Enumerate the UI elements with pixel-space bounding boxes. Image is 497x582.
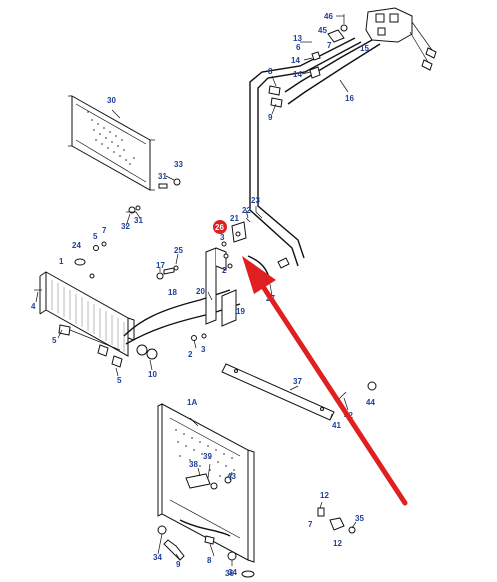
callout-32: 32 <box>121 222 130 231</box>
callout-5: 5 <box>52 336 57 345</box>
callout-14: 14 <box>291 56 300 65</box>
callout-38: 38 <box>189 460 198 469</box>
callout-26: 26 <box>215 223 224 232</box>
callout-30: 30 <box>107 96 116 105</box>
callout-12: 12 <box>333 539 342 548</box>
callout-15: 15 <box>360 44 369 53</box>
highlight-circle <box>213 220 227 234</box>
callout-8: 8 <box>207 556 212 565</box>
callout-4: 4 <box>31 302 36 311</box>
callout-34: 34 <box>153 553 162 562</box>
callout-labels: 46 45 13 6 15 7 14 14 8 16 9 30 33 31 31… <box>31 12 375 578</box>
fasteners-left <box>74 241 179 280</box>
callout-2: 2 <box>188 350 193 359</box>
callout-3: 3 <box>220 233 225 242</box>
callout-5: 5 <box>117 376 122 385</box>
callout-9: 9 <box>268 113 273 122</box>
callout-25: 25 <box>174 246 183 255</box>
callout-31: 31 <box>158 172 167 181</box>
oil-cooler-1 <box>39 271 135 357</box>
callout-12: 12 <box>320 491 329 500</box>
callout-39: 39 <box>203 452 212 461</box>
callout-3: 3 <box>201 345 206 354</box>
callout-8: 8 <box>268 67 273 76</box>
callout-7: 7 <box>102 226 107 235</box>
callout-35: 35 <box>355 514 364 523</box>
callout-7: 7 <box>308 520 313 529</box>
highlighted-callout-26: 26 <box>213 220 227 234</box>
callout-46: 46 <box>324 12 333 21</box>
callout-10: 10 <box>148 370 157 379</box>
callout-2: 2 <box>222 266 227 275</box>
fasteners-31-33 <box>126 178 181 214</box>
callout-7: 7 <box>327 41 332 50</box>
valve-block <box>365 7 437 71</box>
callout-24: 24 <box>72 241 81 250</box>
callout-18: 18 <box>168 288 177 297</box>
callout-45: 45 <box>318 26 327 35</box>
callout-9: 9 <box>176 560 181 569</box>
callout-22: 22 <box>242 206 251 215</box>
callout-16: 16 <box>345 94 354 103</box>
callout-1A: 1A <box>187 398 197 407</box>
callout-20: 20 <box>196 287 205 296</box>
callout-44: 44 <box>366 398 375 407</box>
callout-1: 1 <box>59 257 64 266</box>
callout-36: 36 <box>225 569 234 578</box>
callout-13: 13 <box>293 34 302 43</box>
callout-17: 17 <box>156 261 165 270</box>
callout-19: 19 <box>236 307 245 316</box>
callout-31: 31 <box>134 216 143 225</box>
hoses-upper <box>249 14 381 267</box>
fasteners-2-3 <box>191 333 207 341</box>
bracket-20 <box>205 211 290 327</box>
fasteners-bottom-right <box>317 507 356 534</box>
callout-23: 23 <box>251 196 260 205</box>
radiator-1A <box>157 403 255 578</box>
callout-33: 33 <box>174 160 183 169</box>
cooler-screen-30 <box>68 95 155 191</box>
red-arrow <box>242 256 408 506</box>
cooler-hoses <box>34 289 241 368</box>
callout-34: 34 <box>228 568 237 577</box>
leader-lines <box>35 15 357 566</box>
callout-5: 5 <box>93 232 98 241</box>
callout-21: 21 <box>230 214 239 223</box>
callout-14: 14 <box>293 70 302 79</box>
callout-41: 41 <box>332 421 341 430</box>
callout-43: 43 <box>227 472 236 481</box>
callout-37: 37 <box>293 377 302 386</box>
callout-6: 6 <box>296 43 301 52</box>
